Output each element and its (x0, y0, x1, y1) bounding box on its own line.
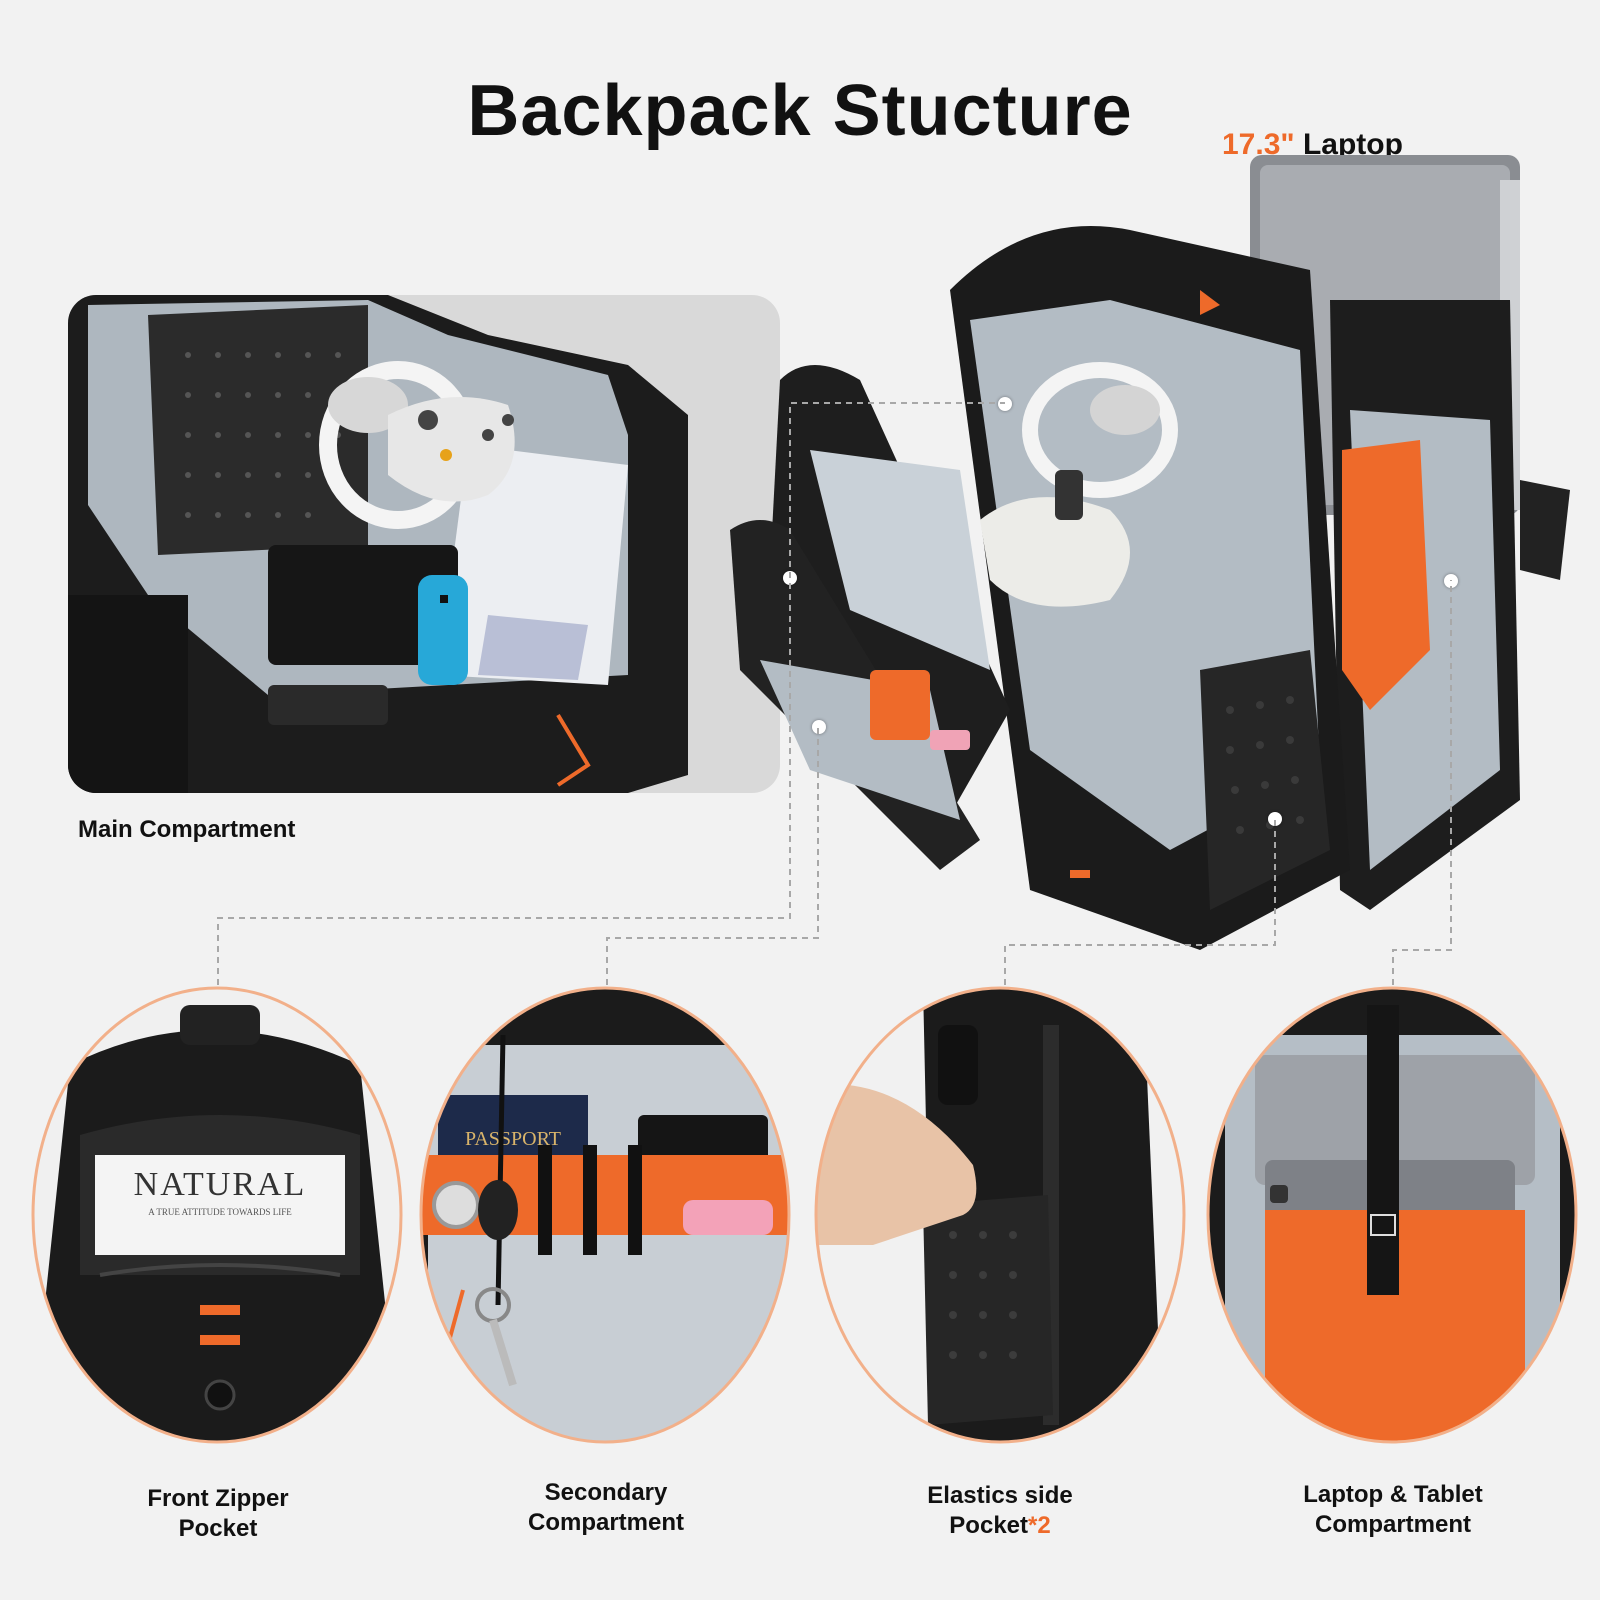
front-zipper-pocket-circle: NATURAL A TRUE ATTITUDE TOWARDS LIFE (31, 986, 403, 1444)
front-zipper-pocket-label: Front Zipper Pocket (147, 1485, 289, 1542)
hero-backpack-illustration (730, 155, 1570, 950)
secondary-compartment-label: Secondary Compartment (527, 1479, 684, 1536)
front-book-title: NATURAL (134, 1166, 307, 1203)
laptop-tablet-compartment-circle (1206, 986, 1578, 1444)
page-title: Backpack Stucture (467, 71, 1133, 151)
hotspot-secondary[interactable] (812, 720, 826, 734)
main-compartment-label: Main Compartment (78, 816, 296, 843)
main-compartment-photo (68, 295, 780, 793)
passport-text: PASSPORT (465, 1128, 561, 1150)
laptop-tablet-compartment-label: Laptop & Tablet Compartment (1303, 1481, 1483, 1538)
front-book-subtitle: A TRUE ATTITUDE TOWARDS LIFE (148, 1207, 292, 1217)
hotspot-side[interactable] (1268, 812, 1282, 826)
elastic-side-pocket-label: Elastics side Pocket*2 (927, 1482, 1073, 1539)
elastic-side-pocket-circle (814, 986, 1186, 1444)
secondary-compartment-circle: PASSPORT (419, 986, 791, 1444)
